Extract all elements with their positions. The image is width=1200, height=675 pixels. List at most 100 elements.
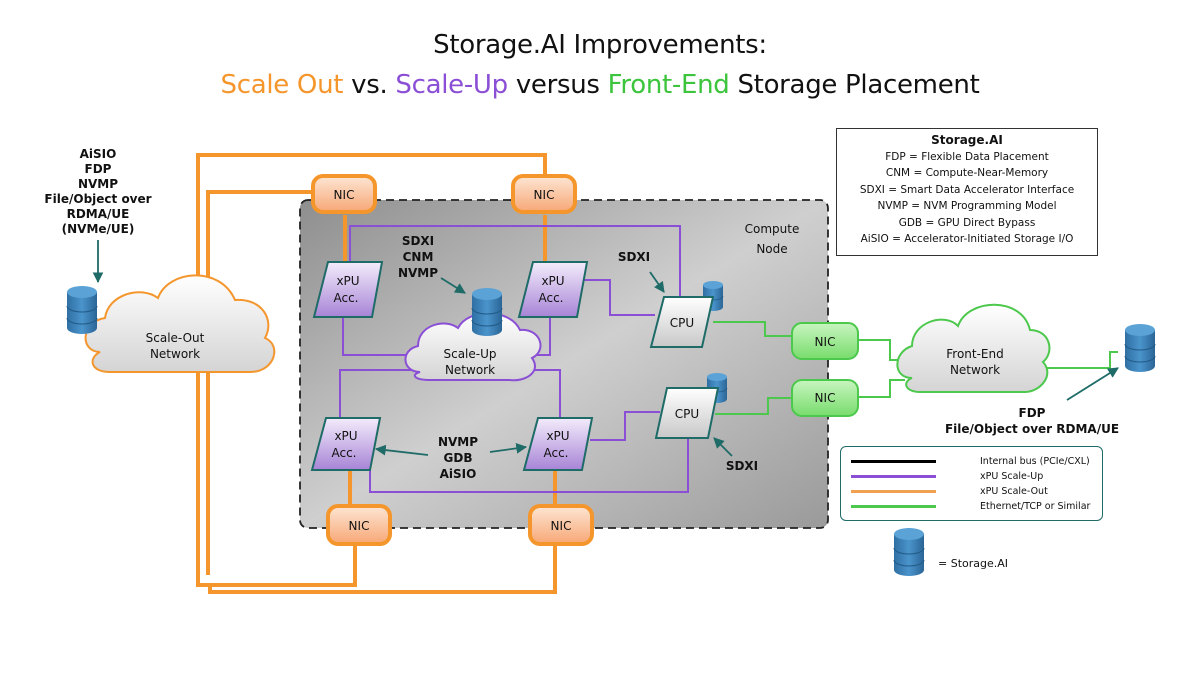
glossary-header: Storage.AI: [931, 133, 1003, 147]
front-end-network-cloud: Front-End Network: [896, 303, 1051, 393]
cpu-top-annotation: SDXI: [618, 250, 650, 264]
nic-label: NIC: [349, 519, 370, 533]
glossary-item: CNM = Compute-Near-Memory: [885, 167, 1049, 179]
compute-node-label-2: Node: [756, 242, 787, 256]
title-vs: vs.: [343, 70, 396, 100]
nic-label: NIC: [551, 519, 572, 533]
scale-out-network-label-1: Scale-Out: [146, 331, 205, 345]
glossary-item: NVMP = NVM Programming Model: [877, 200, 1057, 212]
compute-node-label-1: Compute: [745, 222, 800, 236]
legend-item-scale-out: xPU Scale-Out: [851, 484, 1048, 498]
glossary-item: AiSIO = Accelerator-Initiated Storage I/…: [860, 233, 1074, 245]
annotation-text: File/Object over RDMA/UE: [945, 422, 1119, 436]
scale-up-links: [339, 225, 689, 493]
scale-up-network-label-1: Scale-Up: [443, 347, 496, 361]
storage-key-icon: [893, 527, 925, 577]
annotation-text: FDP: [85, 162, 112, 176]
legend-label: xPU Scale-Out: [980, 485, 1048, 497]
title-line-1: Storage.AI Improvements:: [433, 30, 767, 60]
xpu-label: Acc.: [538, 291, 563, 305]
nic-scale-out-bottom-right: NIC: [528, 504, 594, 546]
legend-line-swatch: [851, 474, 936, 478]
scale-out-network-label-2: Network: [150, 347, 200, 361]
arrow-icon: [374, 444, 429, 456]
title-front-end: Front-End: [607, 70, 730, 100]
front-end-storage-annotation: FDP File/Object over RDMA/UE: [945, 406, 1119, 436]
glossary-item: SDXI = Smart Data Accelerator Interface: [859, 183, 1075, 196]
annotation-text: SDXI: [402, 234, 434, 248]
annotation-text: NVMP: [78, 177, 118, 191]
storage-icon: [1124, 323, 1156, 373]
legend-line-swatch: [851, 489, 936, 493]
title-versus: versus: [507, 70, 608, 100]
scale-out-network-cloud: Scale-Out Network: [84, 274, 276, 373]
xpu-label: Acc.: [333, 291, 358, 305]
glossary-item: GDB = GPU Direct Bypass: [898, 216, 1036, 229]
legend-label: Internal bus (PCIe/CXL): [980, 455, 1090, 467]
annotation-text: AiSIO: [80, 147, 117, 161]
nic-label: NIC: [815, 391, 836, 405]
title-scale-up: Scale-Up: [395, 70, 508, 100]
legend-item-ethernet: Ethernet/TCP or Similar: [851, 499, 1090, 513]
glossary-item: FDP = Flexible Data Placement: [885, 150, 1049, 163]
annotation-text: RDMA/UE: [67, 207, 130, 221]
nic-scale-out-top-left: NIC: [311, 174, 377, 214]
title-line-2: Scale Out vs. Scale-Up versus Front-End …: [0, 70, 1200, 100]
legend-line-swatch: [851, 504, 936, 508]
nic-front-end-bottom: NIC: [791, 379, 859, 417]
annotation-text: FDP: [1019, 406, 1046, 420]
glossary-box: Storage.AI FDP = Flexible Data Placement…: [836, 128, 1098, 256]
scale-up-network-cloud: Scale-Up Network: [404, 312, 542, 382]
xpu-label: xPU: [336, 274, 359, 288]
xpu-label: Acc.: [331, 446, 356, 460]
storage-key-label: = Storage.AI: [938, 557, 1009, 570]
nic-label: NIC: [815, 335, 836, 349]
nic-label: NIC: [534, 188, 555, 202]
xpu-accelerator-bottom-left: xPU Acc.: [310, 417, 382, 471]
xpu-accelerator-top-left: xPU Acc.: [312, 261, 384, 318]
storage-icon: [471, 287, 503, 337]
nic-label: NIC: [334, 188, 355, 202]
xpu-accelerator-bottom-right: xPU Acc.: [522, 417, 594, 471]
scale-out-link: [206, 190, 333, 575]
arrow-icon: [489, 442, 528, 454]
cpu-bottom: CPU: [654, 387, 720, 439]
xpu-accelerator-top-right: xPU Acc.: [517, 261, 589, 318]
title-storage-placement: Storage Placement: [729, 70, 980, 100]
annotation-text: (NVMe/UE): [62, 222, 135, 236]
xpu-label: xPU: [334, 429, 357, 443]
cpu-label: CPU: [670, 316, 694, 330]
legend-item-scale-up: xPU Scale-Up: [851, 469, 1043, 483]
storage-icon: [66, 285, 98, 335]
xpu-label: xPU: [546, 429, 569, 443]
xpu-label: xPU: [541, 274, 564, 288]
nic-scale-out-bottom-left: NIC: [326, 504, 392, 546]
cpu-label: CPU: [675, 407, 699, 421]
scale-up-network-label-2: Network: [445, 363, 495, 377]
annotation-text: File/Object over: [44, 192, 151, 206]
compute-node-region: [299, 199, 829, 529]
legend-item-internal-bus: Internal bus (PCIe/CXL): [851, 454, 1090, 468]
annotation-text: AiSIO: [440, 467, 477, 481]
annotation-text: NVMP: [438, 435, 478, 449]
scale-out-storage-annotation: AiSIO FDP NVMP File/Object over RDMA/UE …: [44, 147, 151, 236]
legend-line-swatch: [851, 459, 936, 463]
legend-label: Ethernet/TCP or Similar: [980, 500, 1091, 512]
front-end-network-label-1: Front-End: [946, 347, 1004, 361]
arrow-icon: [440, 277, 466, 294]
annotation-text: NVMP: [398, 266, 438, 280]
nic-front-end-top: NIC: [791, 322, 859, 360]
scale-up-storage-annotation: SDXI CNM NVMP: [398, 234, 438, 280]
legend-label: xPU Scale-Up: [980, 470, 1044, 482]
arrow-icon: [713, 437, 733, 457]
scale-out-link: [208, 540, 557, 594]
cpu-top: CPU: [649, 296, 715, 348]
front-end-network-label-2: Network: [950, 363, 1000, 377]
annotation-text: GDB: [444, 451, 473, 465]
xpu-label: Acc.: [543, 446, 568, 460]
title-scale-out: Scale Out: [220, 70, 344, 100]
arrow-icon: [649, 271, 665, 293]
arrow-icon: [1066, 367, 1119, 401]
xpu-peer-annotation: NVMP GDB AiSIO: [438, 435, 478, 481]
